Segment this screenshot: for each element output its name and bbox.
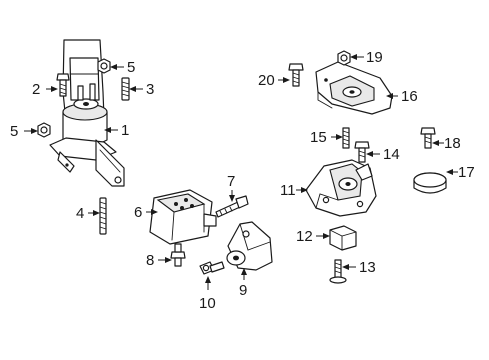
callout-label-2: 2 <box>32 81 40 98</box>
callout-label-7: 7 <box>227 173 235 190</box>
callout-label-4: 4 <box>76 205 84 222</box>
callout-2: 2 <box>32 81 58 98</box>
callout-label-18: 18 <box>444 135 461 152</box>
mount-part-6 <box>149 189 217 245</box>
callout-label-11: 11 <box>280 182 296 199</box>
callout-7: 7 <box>227 173 235 202</box>
callout-16: 16 <box>386 88 418 105</box>
callout-12: 12 <box>296 228 330 245</box>
callout-1: 1 <box>104 122 129 139</box>
callout-label-13: 13 <box>359 259 376 276</box>
callout-19: 19 <box>350 49 383 66</box>
callout-10: 10 <box>199 276 216 312</box>
bolt-part-8 <box>170 243 186 267</box>
callout-label-9: 9 <box>239 282 247 299</box>
callout-label-3: 3 <box>146 81 154 98</box>
upper-bracket-part-16 <box>315 61 393 115</box>
callout-18: 18 <box>432 135 461 152</box>
bolt-part-14 <box>354 141 370 163</box>
stud-part-15 <box>342 127 350 149</box>
callout-4: 4 <box>76 205 100 222</box>
callout-label-10: 10 <box>199 295 216 312</box>
callout-20: 20 <box>258 72 290 89</box>
callout-label-1: 1 <box>121 122 129 139</box>
callout-label-20: 20 <box>258 72 275 89</box>
callout-label-8: 8 <box>146 252 154 269</box>
engine-mount-part-1 <box>49 39 125 187</box>
bolt-part-20 <box>288 63 304 87</box>
callout-label-5-left: 5 <box>10 123 18 140</box>
callout-5-left: 5 <box>10 123 38 140</box>
callout-8: 8 <box>146 252 172 269</box>
callout-9: 9 <box>239 268 247 299</box>
nut-part-5-left <box>37 122 51 138</box>
transmission-mount-part-11 <box>305 159 377 217</box>
bolt-part-2 <box>56 73 70 97</box>
rubber-cap-part-17 <box>413 172 447 194</box>
callout-label-5-upper: 5 <box>127 59 135 76</box>
stud-part-4 <box>99 197 107 235</box>
bolt-part-10 <box>199 261 225 275</box>
callout-label-16: 16 <box>401 88 418 105</box>
callout-label-19: 19 <box>366 49 383 66</box>
bolt-part-13 <box>329 259 347 284</box>
rubber-block-part-12 <box>329 225 357 251</box>
callout-15: 15 <box>310 129 343 146</box>
callout-label-17: 17 <box>458 164 475 181</box>
bracket-part-9 <box>226 221 273 271</box>
callout-11: 11 <box>280 182 308 199</box>
callout-13: 13 <box>342 259 376 276</box>
callout-label-6: 6 <box>134 204 142 221</box>
bolt-part-7 <box>215 195 249 218</box>
callout-14: 14 <box>366 146 400 163</box>
callout-5-upper: 5 <box>110 59 135 76</box>
callout-label-14: 14 <box>383 146 400 163</box>
callout-6: 6 <box>134 204 158 221</box>
callout-label-12: 12 <box>296 228 313 245</box>
stud-part-3 <box>121 77 130 101</box>
bolt-part-18 <box>420 127 436 149</box>
nut-part-5-upper <box>97 58 111 74</box>
callout-3: 3 <box>129 81 154 98</box>
nut-part-19 <box>337 50 351 66</box>
callout-17: 17 <box>446 164 475 181</box>
callout-label-15: 15 <box>310 129 327 146</box>
